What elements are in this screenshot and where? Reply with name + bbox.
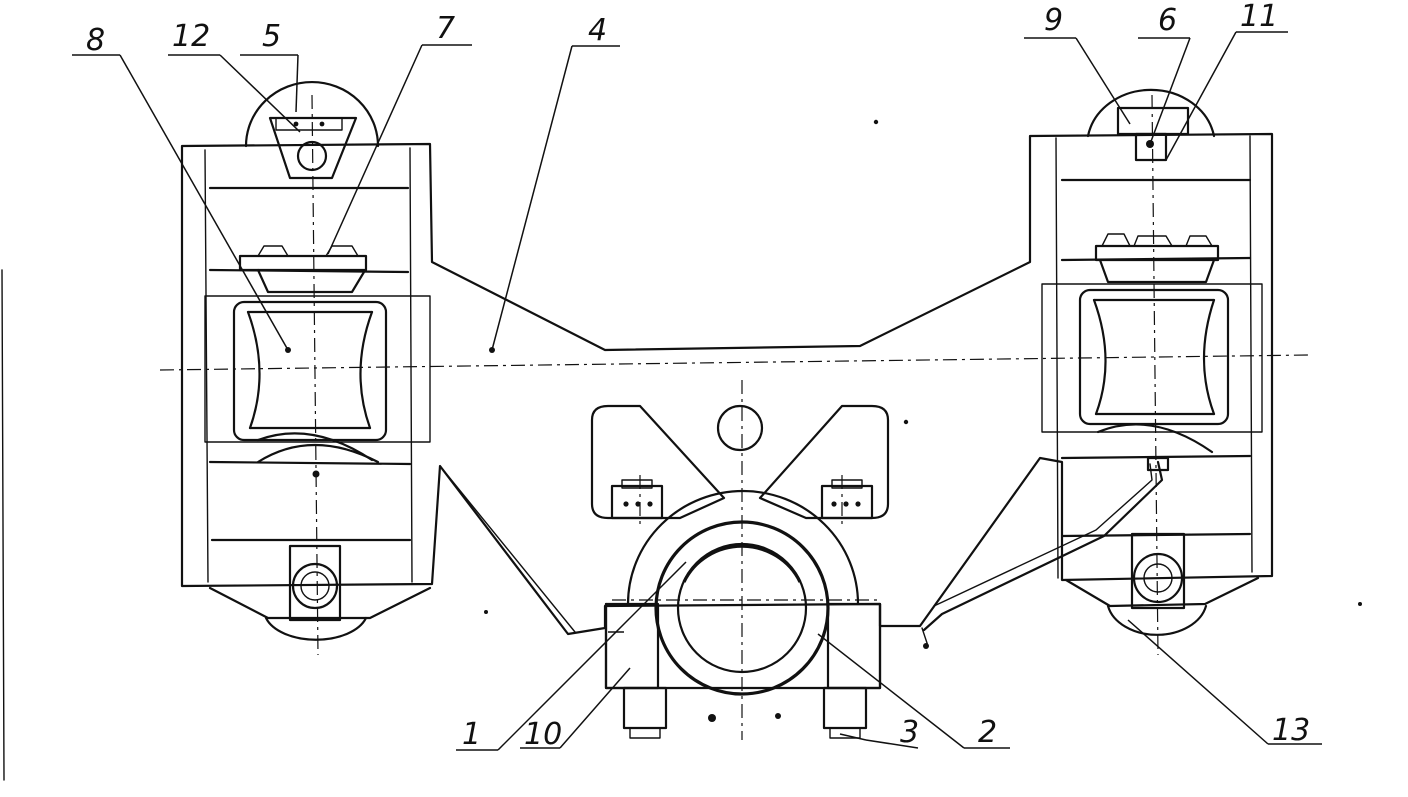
centre-lines (159, 94, 1311, 740)
bolster-frame (180, 132, 1274, 636)
callout-12: 12 (172, 19, 210, 54)
left-bottom-wheel (264, 544, 368, 641)
scan-edge-line (1, 269, 5, 781)
right-bottom-wheel (1106, 532, 1208, 636)
right-spring (1078, 233, 1230, 454)
reference-dots (285, 119, 1362, 614)
callout-9: 9 (1044, 3, 1063, 38)
callout-10: 10 (524, 717, 562, 752)
callout-labels: 8 12 5 7 4 9 6 11 1 10 3 2 13 (86, 0, 1310, 752)
callout-3: 3 (900, 715, 919, 750)
callout-4: 4 (588, 13, 607, 48)
right-top-pivot (1086, 88, 1216, 162)
callout-1: 1 (462, 717, 481, 752)
centre-bearing (604, 490, 882, 739)
left-top-pivot (244, 81, 380, 180)
callout-11: 11 (1240, 0, 1278, 34)
callout-13: 13 (1272, 713, 1310, 748)
callout-8: 8 (86, 23, 105, 58)
centre-upper-pads (590, 404, 890, 520)
leader-lines (72, 31, 1322, 751)
callout-2: 2 (978, 715, 997, 750)
left-spring (232, 245, 388, 464)
lube-pipe (921, 456, 1170, 649)
callout-7: 7 (436, 11, 455, 46)
callout-5: 5 (262, 19, 281, 54)
callout-6: 6 (1158, 3, 1177, 38)
